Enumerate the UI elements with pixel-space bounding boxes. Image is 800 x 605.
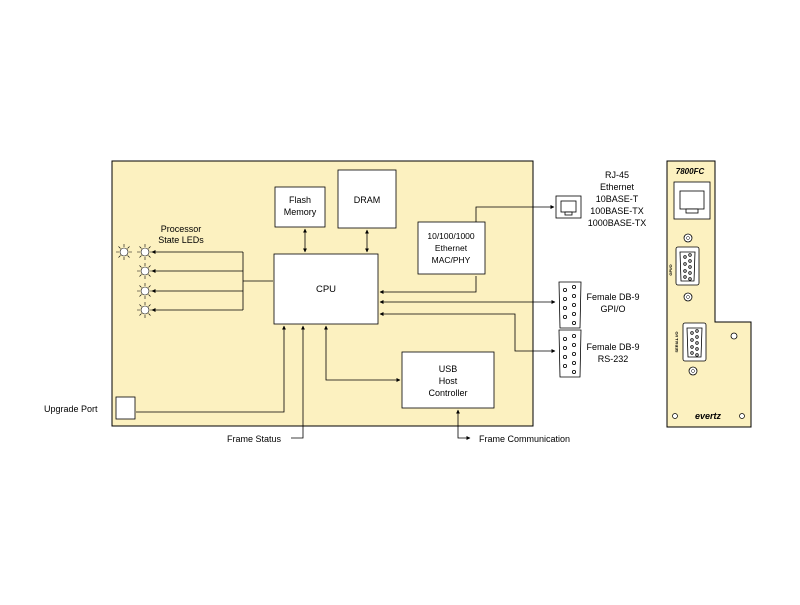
- panel-led-hole-icon: [730, 332, 738, 340]
- cpu-block: CPU: [273, 253, 379, 325]
- panel-screw-icon: [688, 366, 698, 376]
- flash-label-line1: Flash: [289, 195, 311, 205]
- panel-model-label: 7800FC: [676, 167, 705, 176]
- panel-screw-icon: [683, 292, 693, 302]
- ethernet-mac-line2: Ethernet: [435, 243, 468, 253]
- usb-label-line3: Controller: [428, 388, 467, 398]
- panel-screw-icon: [739, 413, 745, 419]
- gpio-port-label-line2: GPI/O: [600, 304, 625, 314]
- connection-lines: [136, 205, 556, 440]
- upgrade-port-label: Upgrade Port: [44, 404, 98, 414]
- dram-block: DRAM: [337, 169, 397, 229]
- rs232-port-label-line2: RS-232: [598, 354, 629, 364]
- usb-controller-block: USB Host Controller: [401, 351, 495, 409]
- led-icon: [137, 244, 153, 260]
- rs232-port-label-line1: Female DB-9: [586, 342, 639, 352]
- led-icon: [137, 302, 153, 318]
- led-icon: [137, 283, 153, 299]
- db9-gpio-connector-icon: [558, 281, 582, 329]
- panel-screw-icon: [672, 413, 678, 419]
- processor-leds-label-line2: State LEDs: [158, 235, 204, 245]
- gpio-port-label-line1: Female DB-9: [586, 292, 639, 302]
- dram-label: DRAM: [354, 195, 381, 205]
- panel-gpio-db9-icon: [675, 246, 700, 286]
- panel-gpio-tag: GPI/O: [668, 264, 673, 275]
- flash-memory-block: Flash Memory: [274, 186, 326, 228]
- panel-serial-db9-icon: [682, 322, 707, 362]
- rj45-label-line3: 10BASE-T: [596, 194, 639, 204]
- usb-label-line1: USB: [439, 364, 458, 374]
- flash-label-line2: Memory: [284, 207, 317, 217]
- processor-leds-label-line1: Processor: [161, 224, 202, 234]
- rj45-label-line1: RJ-45: [605, 170, 629, 180]
- rj45-label-line5: 1000BASE-TX: [588, 218, 647, 228]
- led-icon: [116, 244, 132, 260]
- frame-communication-label: Frame Communication: [479, 434, 570, 444]
- rj45-connector-icon: [555, 195, 582, 219]
- cpu-label: CPU: [316, 284, 336, 295]
- panel-serial-tag: SERIAL I/O: [674, 331, 679, 352]
- upgrade-port-connector: [115, 396, 136, 420]
- ethernet-mac-block: 10/100/1000 Ethernet MAC/PHY: [417, 221, 486, 275]
- rear-panel-7800fc: 7800FC GPI/O SERIAL I/O: [666, 160, 752, 428]
- db9-rs232-connector-icon: [558, 329, 582, 378]
- frame-status-label: Frame Status: [227, 434, 282, 444]
- rj45-label-line4: 100BASE-TX: [590, 206, 644, 216]
- panel-screw-icon: [683, 233, 693, 243]
- ethernet-mac-line3: MAC/PHY: [432, 255, 471, 265]
- led-icon: [137, 263, 153, 279]
- ethernet-mac-line1: 10/100/1000: [427, 231, 475, 241]
- usb-label-line2: Host: [439, 376, 458, 386]
- processor-led-icons: [116, 244, 153, 318]
- rj45-label-line2: Ethernet: [600, 182, 635, 192]
- panel-rj45-port-icon: [673, 181, 711, 220]
- panel-brand-logo: evertz: [695, 411, 722, 421]
